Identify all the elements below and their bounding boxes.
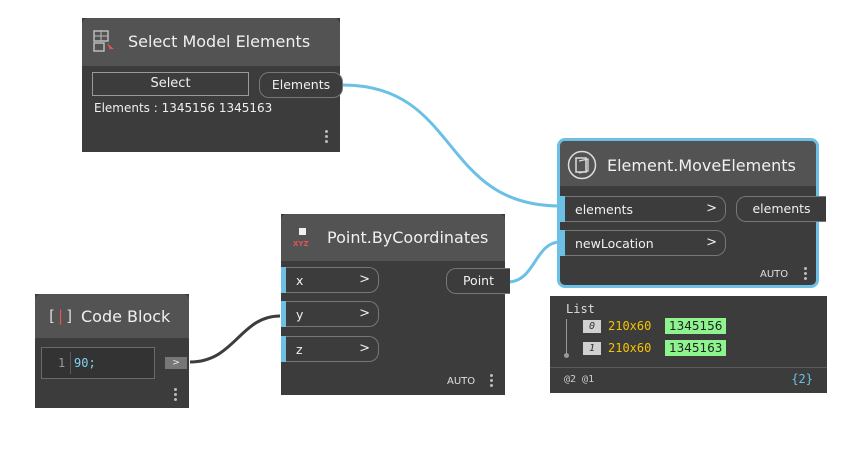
lacing-label: AUTO	[447, 376, 476, 387]
code-block-icon: [|]	[47, 307, 75, 325]
port-label: elements	[575, 202, 634, 217]
node-menu-icon[interactable]	[804, 267, 807, 282]
item-value: 1345156	[665, 318, 727, 334]
list-item: 1 210x60 1345163	[583, 340, 823, 359]
chevron-right-icon[interactable]: >	[706, 235, 717, 250]
input-port-z[interactable]: z >	[281, 336, 379, 362]
port-indicator	[560, 196, 565, 222]
node-header: Element.MoveElements	[560, 141, 816, 186]
move-elements-node[interactable]: Element.MoveElements elements > newLocat…	[557, 138, 826, 288]
move-elements-icon	[567, 150, 597, 180]
select-model-elements-node[interactable]: Select Model Elements Select Elements : …	[82, 18, 343, 152]
port-indicator	[281, 336, 286, 362]
code-text[interactable]: 90;	[74, 356, 96, 370]
list-item: 0 210x60 1345156	[583, 318, 823, 337]
selection-info: Elements : 1345156 1345163	[94, 101, 273, 115]
port-label: x	[296, 273, 304, 288]
output-port[interactable]: >	[165, 357, 187, 369]
node-header: Select Model Elements	[82, 18, 340, 66]
item-index: 0	[583, 320, 601, 333]
list-count: {2}	[791, 372, 813, 386]
input-port-newlocation[interactable]: newLocation >	[560, 230, 726, 256]
node-title: Code Block	[81, 307, 171, 326]
chevron-right-icon[interactable]: >	[359, 306, 370, 321]
select-elements-icon	[93, 30, 114, 52]
chevron-right-icon: >	[172, 358, 180, 368]
lacing-label: AUTO	[760, 269, 789, 280]
input-port-y[interactable]: y >	[281, 301, 379, 327]
wire-elements-to-move[interactable]	[342, 83, 561, 208]
list-tree-dot	[564, 353, 569, 358]
node-menu-icon[interactable]	[174, 388, 177, 403]
item-type: 210x60	[608, 319, 652, 333]
wire-codeblock-to-y[interactable]	[189, 314, 281, 364]
output-port-elements[interactable]: elements	[736, 196, 826, 222]
node-title: Select Model Elements	[128, 32, 311, 51]
preview-bubble[interactable]: List 0 210x60 1345156 1 210x60 1345163 @…	[550, 296, 827, 393]
node-menu-icon[interactable]	[325, 130, 328, 145]
node-title: Point.ByCoordinates	[327, 228, 489, 247]
preview-list-header: List	[566, 302, 595, 316]
code-block-node[interactable]: [|] Code Block 1 90; >	[35, 294, 189, 408]
list-tree-line	[566, 319, 567, 354]
chevron-right-icon[interactable]: >	[359, 272, 370, 287]
port-label: newLocation	[575, 236, 654, 251]
port-indicator	[560, 230, 565, 256]
item-type: 210x60	[608, 341, 652, 355]
node-title: Element.MoveElements	[607, 156, 796, 175]
wire-point-to-newlocation[interactable]	[507, 240, 561, 284]
port-label: z	[296, 342, 303, 357]
gutter-divider	[70, 352, 71, 374]
port-indicator	[281, 301, 286, 327]
select-button[interactable]: Select	[92, 72, 249, 96]
node-header: XYZ Point.ByCoordinates	[281, 214, 505, 261]
chevron-right-icon[interactable]: >	[359, 341, 370, 356]
output-port-point[interactable]: Point	[446, 268, 510, 294]
point-xyz-icon: XYZ	[293, 228, 313, 250]
input-port-x[interactable]: x >	[281, 267, 379, 293]
port-label: y	[296, 307, 304, 322]
point-bycoordinates-node[interactable]: XYZ Point.ByCoordinates x > y > z > Poin…	[281, 214, 510, 395]
point-xyz-icon-text: XYZ	[293, 240, 309, 248]
output-port-elements[interactable]: Elements	[259, 72, 343, 98]
node-header: [|] Code Block	[35, 294, 189, 338]
code-editor[interactable]: 1 90;	[41, 347, 155, 379]
list-levels: @2 @1	[564, 374, 595, 385]
line-number: 1	[58, 356, 66, 370]
input-port-elements[interactable]: elements >	[560, 196, 726, 222]
chevron-right-icon[interactable]: >	[706, 201, 717, 216]
item-value: 1345163	[665, 340, 727, 356]
node-menu-icon[interactable]	[490, 374, 493, 389]
port-indicator	[281, 267, 286, 293]
preview-divider	[550, 367, 827, 368]
item-index: 1	[583, 342, 601, 355]
